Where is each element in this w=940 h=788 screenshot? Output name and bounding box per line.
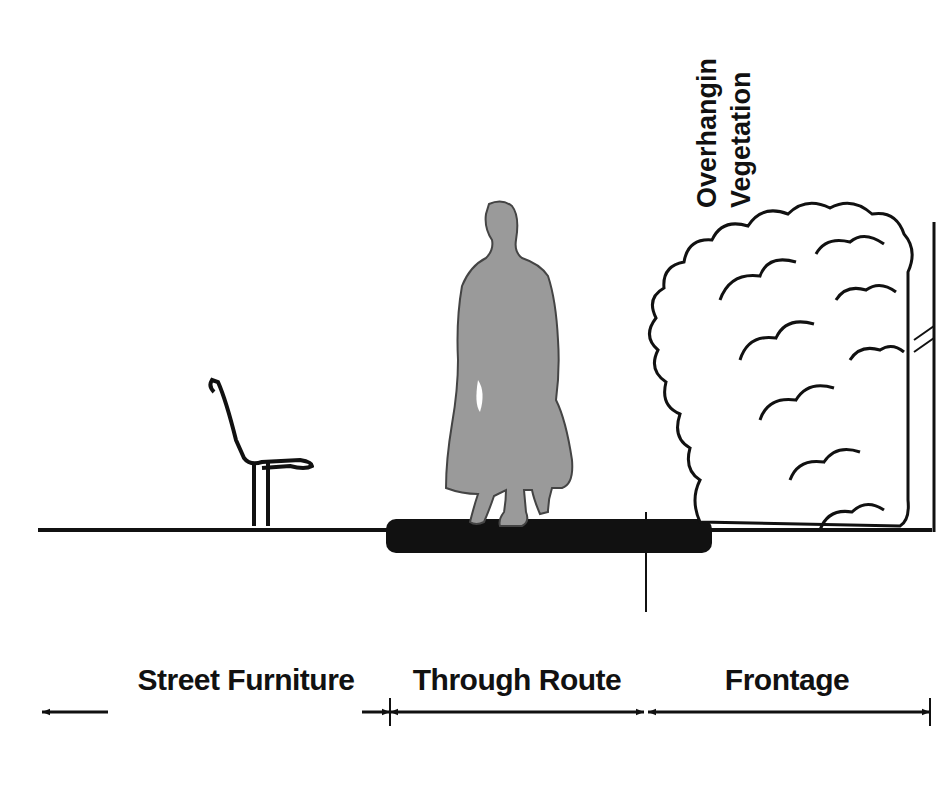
pedestrian-figure bbox=[446, 201, 572, 526]
pedestrian-highlight bbox=[476, 380, 482, 412]
zone-label: Through Route bbox=[407, 660, 627, 700]
zone-label: Street Furniture bbox=[131, 660, 360, 700]
bench-symbol bbox=[210, 380, 312, 526]
zone-label: Frontage bbox=[662, 648, 912, 712]
vegetation-symbol bbox=[649, 203, 912, 526]
wall-line bbox=[933, 222, 936, 532]
break-mark bbox=[914, 326, 934, 352]
zone-divider bbox=[645, 512, 647, 612]
dimension-line bbox=[42, 698, 930, 726]
foliage-detail bbox=[720, 236, 904, 530]
vegetation-label: Overhangin Vegetation bbox=[690, 8, 758, 208]
pavement-band bbox=[386, 519, 712, 553]
